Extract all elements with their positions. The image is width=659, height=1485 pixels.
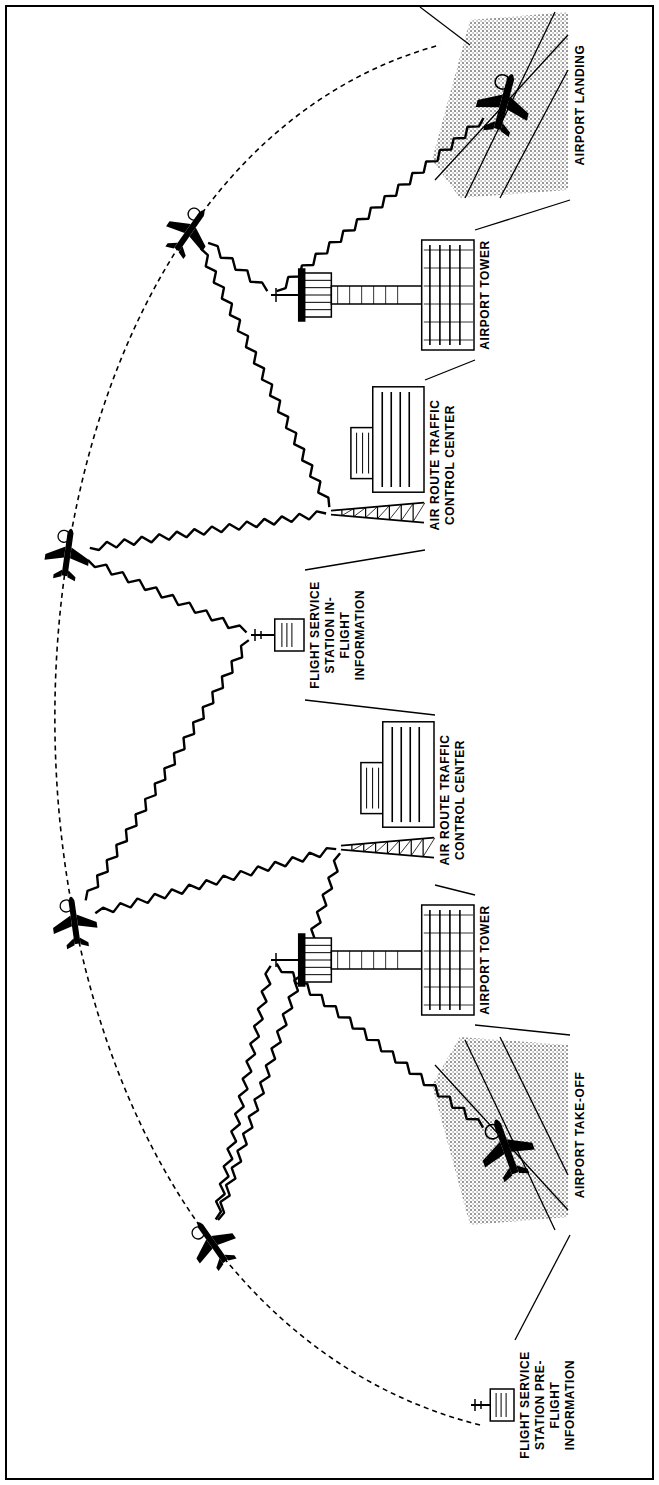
station-icon (270, 895, 475, 1025)
figure-frame (6, 6, 653, 1479)
station-node: AIR ROUTE TRAFFIC CONTROL CENTER (340, 715, 470, 885)
radio-signal (90, 511, 326, 550)
radio-signal (95, 848, 336, 913)
radio-signal (218, 853, 340, 1220)
radio-signal (86, 640, 249, 900)
station-node: FLIGHT SERVICE STATION IN-FLIGHT INFORMA… (250, 570, 370, 700)
station-icon (270, 230, 475, 360)
airplane (49, 894, 100, 951)
ground-link (425, 360, 475, 380)
ground-link (305, 550, 425, 570)
ground-link (515, 1235, 570, 1340)
station-label: FLIGHT SERVICE STATION PRE-FLIGHT INFORM… (515, 1340, 580, 1470)
station-icon (250, 570, 305, 700)
station-icon (430, 10, 570, 200)
station-node: AIRPORT TOWER (270, 895, 495, 1025)
station-label: AIRPORT TOWER (475, 230, 495, 360)
ground-link (475, 200, 570, 230)
radio-signal (88, 560, 247, 632)
airplane (156, 198, 222, 265)
ground-link (305, 700, 435, 715)
ground-link (435, 885, 475, 895)
station-icon (470, 1340, 515, 1470)
radio-links (86, 118, 484, 1220)
station-node: AIRPORT TOWER (270, 230, 495, 360)
station-node: AIRPORT LANDING (430, 10, 590, 200)
airplane (180, 1210, 246, 1277)
station-node: FLIGHT SERVICE STATION PRE-FLIGHT INFORM… (470, 1340, 580, 1470)
station-node: AIR ROUTE TRAFFIC CONTROL CENTER (330, 380, 460, 550)
radio-signal (208, 243, 267, 291)
station-icon (330, 380, 425, 550)
flight-path (55, 45, 480, 1425)
station-label: AIR ROUTE TRAFFIC CONTROL CENTER (425, 380, 460, 550)
station-label: AIRPORT TOWER (475, 895, 495, 1025)
station-node: AIRPORT TAKE-OFF (430, 1035, 590, 1235)
station-label: AIRPORT TAKE-OFF (570, 1035, 590, 1235)
station-label: AIRPORT LANDING (570, 10, 590, 200)
ground-link (475, 1025, 570, 1035)
station-label: FLIGHT SERVICE STATION IN-FLIGHT INFORMA… (305, 570, 370, 700)
station-label: AIR ROUTE TRAFFIC CONTROL CENTER (435, 715, 470, 885)
airplane (42, 526, 93, 583)
station-icon (430, 1035, 570, 1235)
ground-line (420, 7, 470, 45)
station-icon (340, 715, 435, 885)
